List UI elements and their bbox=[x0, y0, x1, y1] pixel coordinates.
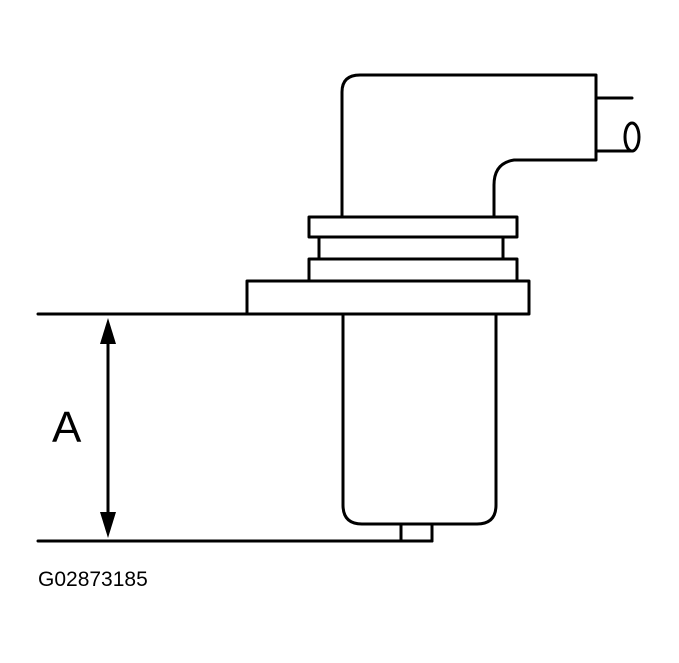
dimension-label: A bbox=[52, 403, 82, 452]
sensor-body bbox=[341, 312, 498, 526]
connector-head bbox=[340, 73, 598, 219]
upper-collar bbox=[307, 215, 519, 239]
cable bbox=[594, 96, 641, 153]
sensor-tip bbox=[399, 522, 434, 543]
collar-neck bbox=[317, 235, 505, 261]
figure-id: G02873185 bbox=[38, 568, 148, 591]
arrow-down-head bbox=[100, 512, 116, 538]
dimension-arrow bbox=[100, 318, 116, 538]
lower-collar bbox=[307, 257, 519, 283]
arrow-up-head bbox=[100, 318, 116, 344]
mounting-flange bbox=[245, 279, 531, 316]
